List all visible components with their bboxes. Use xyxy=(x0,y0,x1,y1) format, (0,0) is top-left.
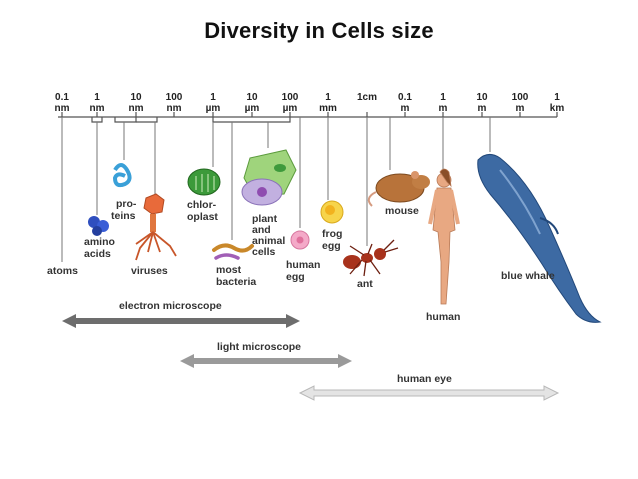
tick-label: 100 xyxy=(512,92,529,103)
label-ant: ant xyxy=(357,278,373,290)
tick-label: 10 xyxy=(246,92,258,103)
label-amino-acids: amino xyxy=(84,236,115,248)
label-human-egg-2: egg xyxy=(286,271,305,283)
label-proteins-2: teins xyxy=(111,210,136,222)
tick-label: 0.1 xyxy=(55,92,69,103)
label-frog-egg: frog xyxy=(322,228,342,240)
frog-egg-icon xyxy=(320,200,344,224)
amino-acids-icon xyxy=(88,216,109,236)
tick-label: 1 xyxy=(554,92,560,103)
tick-label: 1 xyxy=(440,92,446,103)
tick-label: 1 xyxy=(210,92,216,103)
label-plant-cells-2: and xyxy=(252,224,271,236)
human-eye-range xyxy=(298,385,560,401)
tick-unit: nm xyxy=(90,103,105,114)
chloroplast-icon xyxy=(187,168,221,196)
tick-label: 100 xyxy=(166,92,183,103)
label-proteins: pro- xyxy=(116,198,137,210)
tick-unit: nm xyxy=(55,103,70,114)
tick-unit: µm xyxy=(245,103,260,114)
mouse-icon xyxy=(367,171,430,207)
label-chloroplast-2: oplast xyxy=(187,211,218,223)
electron-microscope-range xyxy=(62,314,300,328)
label-frog-egg-2: egg xyxy=(322,240,341,252)
label-human-eye: human eye xyxy=(397,373,452,385)
tick-label: 0.1 xyxy=(398,92,412,103)
label-plant-cells-4: cells xyxy=(252,246,276,258)
label-electron-microscope: electron microscope xyxy=(119,300,222,312)
label-plant-cells: plant xyxy=(252,213,278,225)
label-human: human xyxy=(426,311,460,323)
human-icon xyxy=(428,168,460,305)
label-atoms: atoms xyxy=(47,265,78,277)
scale-tick-labels: 0.1 nm 1 nm 10 nm 100 nm 1 µm 10 µm 100 … xyxy=(55,92,565,114)
label-viruses: viruses xyxy=(131,265,168,277)
tick-unit: m xyxy=(516,103,525,114)
virus-icon xyxy=(135,193,177,261)
ant-icon xyxy=(343,239,399,277)
tick-unit: m xyxy=(478,103,487,114)
tick-unit: m xyxy=(439,103,448,114)
tick-unit: mm xyxy=(319,103,337,114)
label-plant-cells-3: animal xyxy=(252,235,285,247)
tick-label: 10 xyxy=(130,92,142,103)
tick-label: 1 xyxy=(325,92,331,103)
tick-label: 10 xyxy=(476,92,488,103)
tick-unit: µm xyxy=(283,103,298,114)
tick-unit: km xyxy=(550,103,565,114)
tick-label: 100 xyxy=(282,92,299,103)
label-bacteria-2: bacteria xyxy=(216,276,256,288)
plant-animal-cells-icon xyxy=(241,149,297,206)
label-bacteria: most xyxy=(216,264,242,276)
page-title: Diversity in Cells size xyxy=(204,18,434,43)
tick-unit: nm xyxy=(167,103,182,114)
bacteria-icon xyxy=(212,243,254,260)
label-mouse: mouse xyxy=(385,205,419,217)
leader-lines xyxy=(61,117,491,262)
tick-unit: nm xyxy=(129,103,144,114)
human-egg-icon xyxy=(290,230,310,250)
label-chloroplast: chlor- xyxy=(187,199,217,211)
tick-unit: µm xyxy=(206,103,221,114)
proteins-icon xyxy=(112,163,132,188)
label-amino-acids-2: acids xyxy=(84,248,111,260)
tick-label: 1 xyxy=(94,92,100,103)
blue-whale-icon xyxy=(477,154,602,323)
tick-unit: m xyxy=(401,103,410,114)
tick-label: 1cm xyxy=(357,92,377,103)
label-blue-whale: blue whale xyxy=(501,270,555,282)
label-human-egg: human xyxy=(286,259,320,271)
light-microscope-range xyxy=(180,354,352,368)
label-light-microscope: light microscope xyxy=(217,341,301,353)
